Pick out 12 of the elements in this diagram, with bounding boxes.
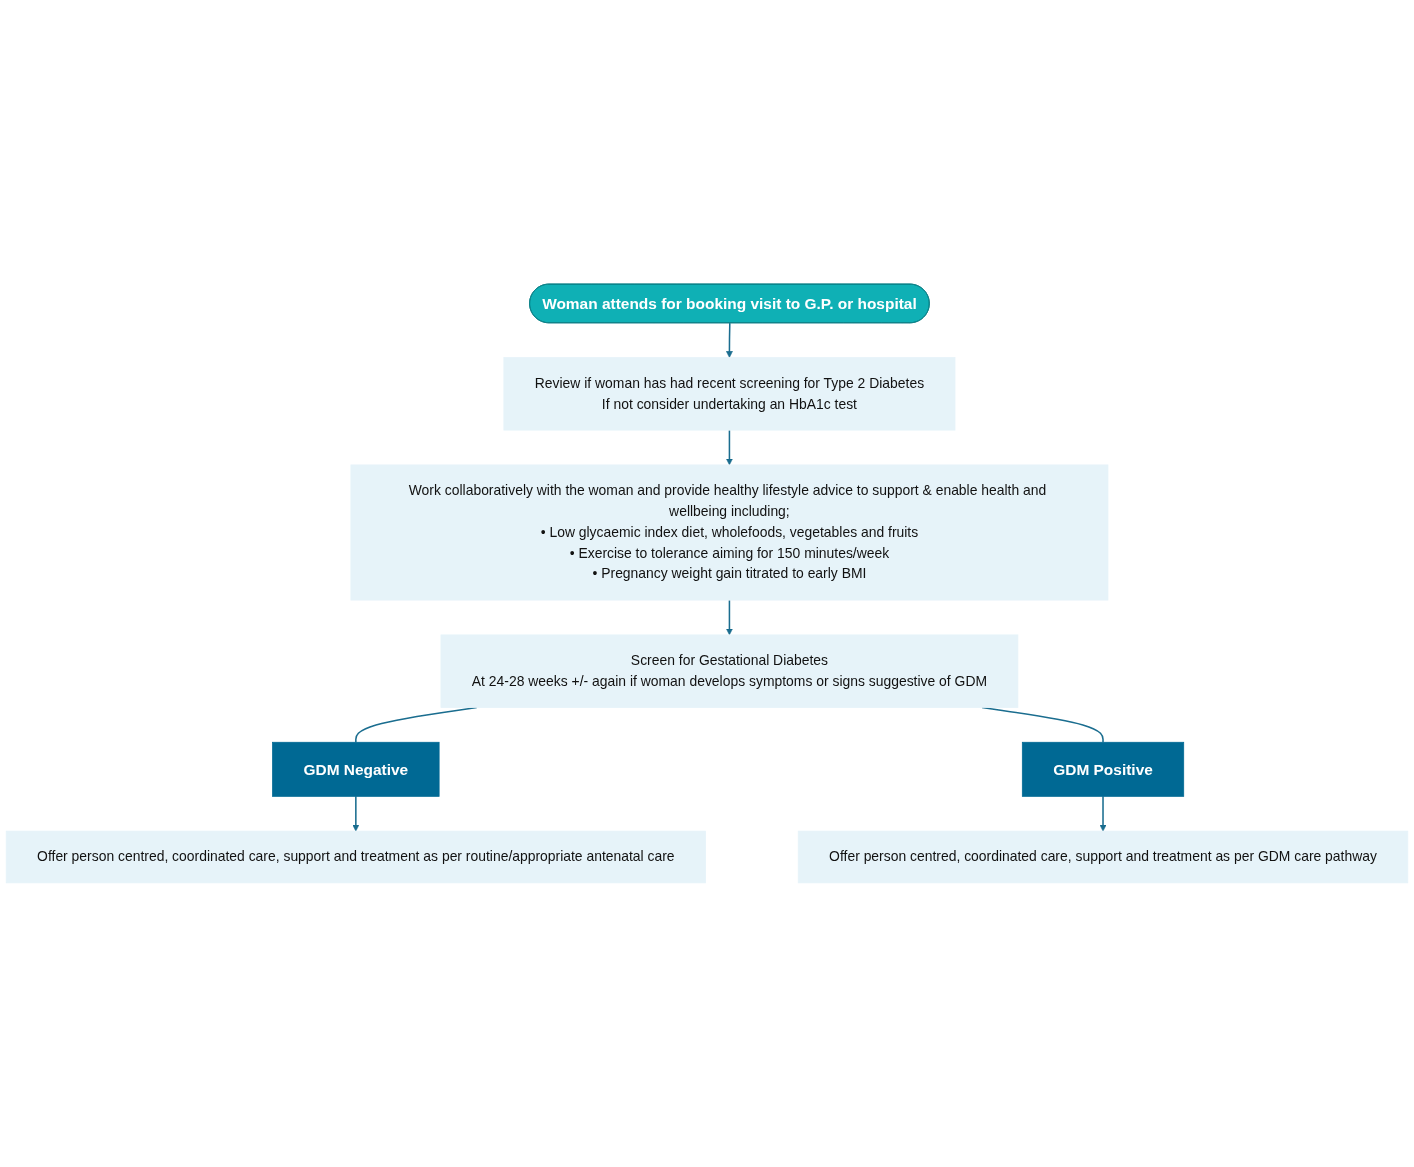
node-box: GDM Positive bbox=[1021, 741, 1185, 797]
arrow bbox=[1099, 795, 1107, 832]
node-box: Offer person centred, coordinated care, support and treatment as per GDM care pathway bbox=[797, 830, 1409, 884]
node-box: Work collaboratively with the woman and provide healthy lifestyle advice to support & enable health and wellbeing including; • Low glycaemic index diet, wholefoods, vegetables and fruits • Exercise to tolerance aiming for 150 minutes/week • Pregnancy weight gain titrated to early BMI bbox=[350, 464, 1109, 601]
node-box: Offer person centred, coordinated care, support and treatment as per routine/appropriate antenatal care bbox=[5, 830, 706, 884]
arrow bbox=[726, 429, 733, 466]
arrow bbox=[726, 322, 733, 358]
node-box: GDM Negative bbox=[272, 741, 440, 797]
node-box: Screen for Gestational Diabetes At 24-28 weeks +/- again if woman develops symptoms or signs suggestive of GDM bbox=[440, 634, 1019, 708]
arrow bbox=[726, 599, 733, 636]
node-box: Review if woman has had recent screening for Type 2 Diabetes If not consider undertaking an HbA1c test bbox=[503, 357, 956, 431]
arrow bbox=[352, 795, 360, 832]
